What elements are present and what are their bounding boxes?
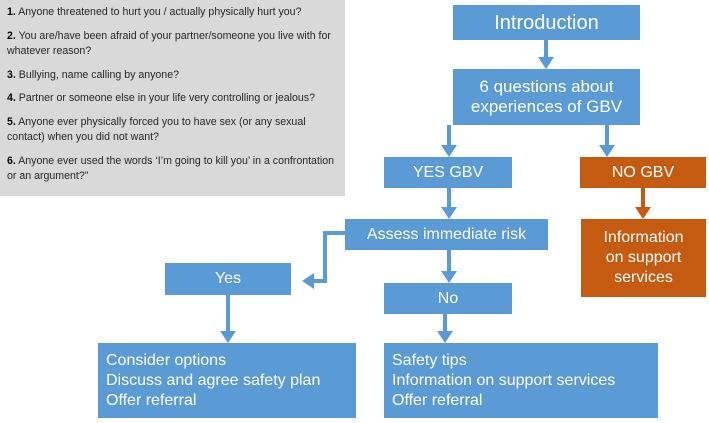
safety-tips-line: Safety tips: [392, 351, 467, 369]
arrow-assess-to-yes: [313, 231, 345, 283]
consider-options-box: Consider options Discuss and agree safet…: [98, 343, 356, 418]
question-number: 1.: [7, 6, 16, 18]
questions-panel: 1. Anyone threatened to hurt you / actua…: [0, 0, 345, 196]
arrowhead: [437, 331, 453, 343]
yes-gbv-label: YES GBV: [412, 163, 484, 181]
six-questions-box: 6 questions about experiences of GBV: [453, 69, 640, 125]
no-box: No: [384, 283, 512, 314]
arrowhead: [441, 271, 457, 283]
questions-list: 1. Anyone threatened to hurt you / actua…: [7, 5, 339, 185]
question-text: Anyone threatened to hurt you / actually…: [18, 6, 302, 18]
arrowhead: [538, 57, 554, 69]
yes-box: Yes: [165, 263, 291, 295]
question-item: 3. Bullying, name calling by anyone?: [7, 68, 339, 84]
question-item: 1. Anyone threatened to hurt you / actua…: [7, 5, 339, 21]
question-number: 4.: [7, 92, 16, 104]
consider-options-line: Consider options: [106, 351, 227, 369]
question-text: Anyone ever used the words ‘I’m going to…: [7, 154, 335, 183]
consider-options-line: Discuss and agree safety plan: [106, 371, 321, 389]
information-line: Information: [603, 229, 684, 246]
question-item: 4. Partner or someone else in your life …: [7, 91, 339, 107]
assess-risk-label: Assess immediate risk: [366, 225, 527, 243]
consider-options-line: Offer referral: [106, 391, 197, 409]
arrowhead: [302, 273, 314, 289]
question-item: 6. Anyone ever used the words ‘I’m going…: [7, 154, 339, 185]
question-number: 5.: [7, 115, 16, 128]
arrowhead: [220, 331, 236, 343]
yes-label: Yes: [214, 270, 242, 288]
question-item: 2. You are/have been afraid of your part…: [7, 29, 339, 60]
no-gbv-label: NO GBV: [611, 163, 675, 181]
introduction-box: Introduction: [453, 5, 640, 40]
introduction-label: Introduction: [494, 11, 599, 34]
question-item: 5. Anyone ever physically forced you to …: [7, 115, 339, 146]
safety-tips-box: Safety tips Information on support servi…: [384, 343, 658, 418]
question-text: Bullying, name calling by anyone?: [18, 68, 179, 81]
six-questions-line: experiences of GBV: [470, 97, 623, 116]
arrowhead: [599, 145, 615, 157]
yes-gbv-box: YES GBV: [384, 157, 512, 188]
information-line: on support: [605, 249, 682, 266]
information-box: Information on support services: [581, 219, 706, 297]
question-text: Anyone ever physically forced you to hav…: [7, 115, 306, 144]
question-text: You are/have been afraid of your partner…: [7, 29, 331, 58]
safety-tips-line: Information on support services: [392, 371, 616, 389]
safety-tips-line: Offer referral: [392, 391, 483, 409]
arrowhead: [635, 207, 651, 219]
no-label: No: [437, 289, 459, 307]
arrowhead: [441, 207, 457, 219]
question-number: 2.: [7, 29, 16, 42]
no-gbv-box: NO GBV: [580, 157, 706, 188]
question-number: 6.: [7, 154, 16, 167]
question-text: Partner or someone else in your life ver…: [18, 92, 315, 104]
six-questions-line: 6 questions about: [479, 76, 614, 96]
assess-risk-box: Assess immediate risk: [345, 219, 548, 250]
arrowhead: [441, 145, 457, 157]
question-number: 3.: [7, 68, 16, 81]
information-line: services: [614, 269, 673, 286]
